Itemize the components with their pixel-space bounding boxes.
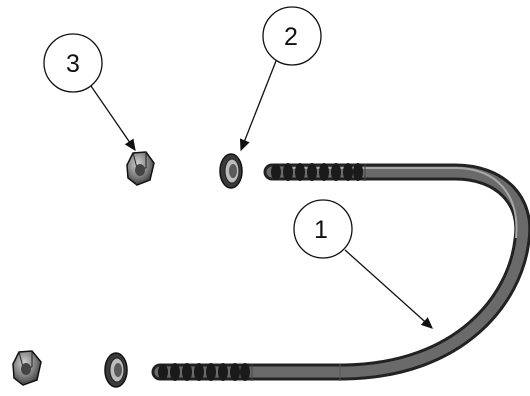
hex-nut-upper [126, 151, 155, 186]
u-bolt [151, 163, 530, 381]
u-bolt-lower-thread [158, 363, 250, 381]
callout-2: 2 [239, 6, 322, 152]
callout-3: 3 [43, 33, 136, 152]
hex-nut-lower [12, 350, 42, 386]
flat-washer-lower [104, 352, 128, 388]
callout-1-leader [344, 249, 433, 329]
u-bolt-rod-highlight [154, 166, 529, 378]
callout-1: 1 [293, 199, 433, 329]
callout-3-bubble [43, 33, 103, 93]
callout-2-bubble [262, 6, 322, 66]
callout-1-label: 1 [314, 216, 328, 244]
callout-2-label: 2 [284, 23, 298, 51]
flat-washer-upper [219, 153, 243, 189]
callout-3-leader [90, 85, 136, 152]
callout-3-label: 3 [66, 50, 80, 78]
u-bolt-rod-shine [290, 167, 518, 239]
u-bolt-upper-thread [271, 163, 363, 181]
callout-1-bubble [293, 199, 353, 259]
callout-2-leader [239, 60, 277, 152]
u-bolt-rod [151, 163, 530, 381]
